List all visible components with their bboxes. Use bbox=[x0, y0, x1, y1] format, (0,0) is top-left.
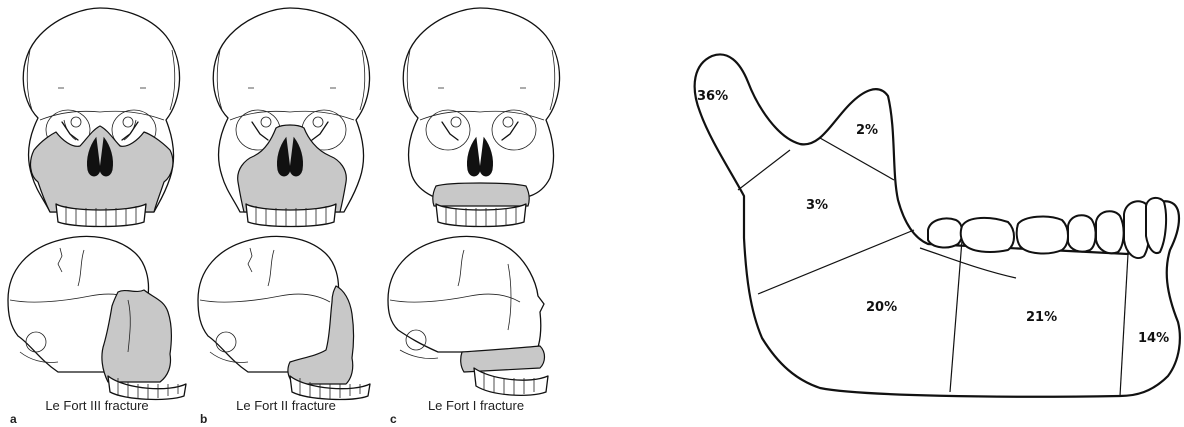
label-angle: 20% bbox=[866, 300, 897, 315]
label-condyle: 36% bbox=[697, 89, 728, 104]
mandible-diagram: 36% 2% 3% 20% 21% 14% bbox=[695, 54, 1180, 396]
caption-c: Le Fort I fracture bbox=[428, 398, 524, 413]
fracture-fragment bbox=[433, 183, 530, 206]
upper-teeth bbox=[436, 204, 526, 227]
label-ramus: 3% bbox=[806, 198, 828, 213]
caption-b: Le Fort II fracture bbox=[236, 398, 336, 413]
caption-a: Le Fort III fracture bbox=[45, 398, 148, 413]
label-symphysis: 14% bbox=[1138, 331, 1169, 346]
lefort-panel-a: Le Fort III fracture a bbox=[8, 8, 186, 426]
lefort-panel-c: Le Fort I fracture c bbox=[388, 8, 560, 426]
lateral-skull bbox=[388, 236, 544, 358]
label-coronoid: 2% bbox=[856, 123, 878, 138]
fracture-fragment-lateral bbox=[102, 290, 171, 382]
lateral-teeth bbox=[474, 368, 548, 395]
panel-letter-a: a bbox=[10, 412, 17, 426]
label-body: 21% bbox=[1026, 310, 1057, 325]
lateral-skull bbox=[198, 236, 342, 372]
panel-letter-c: c bbox=[390, 412, 397, 426]
panel-letter-b: b bbox=[200, 412, 207, 426]
lefort-panel-b: Le Fort II fracture b bbox=[198, 8, 370, 426]
